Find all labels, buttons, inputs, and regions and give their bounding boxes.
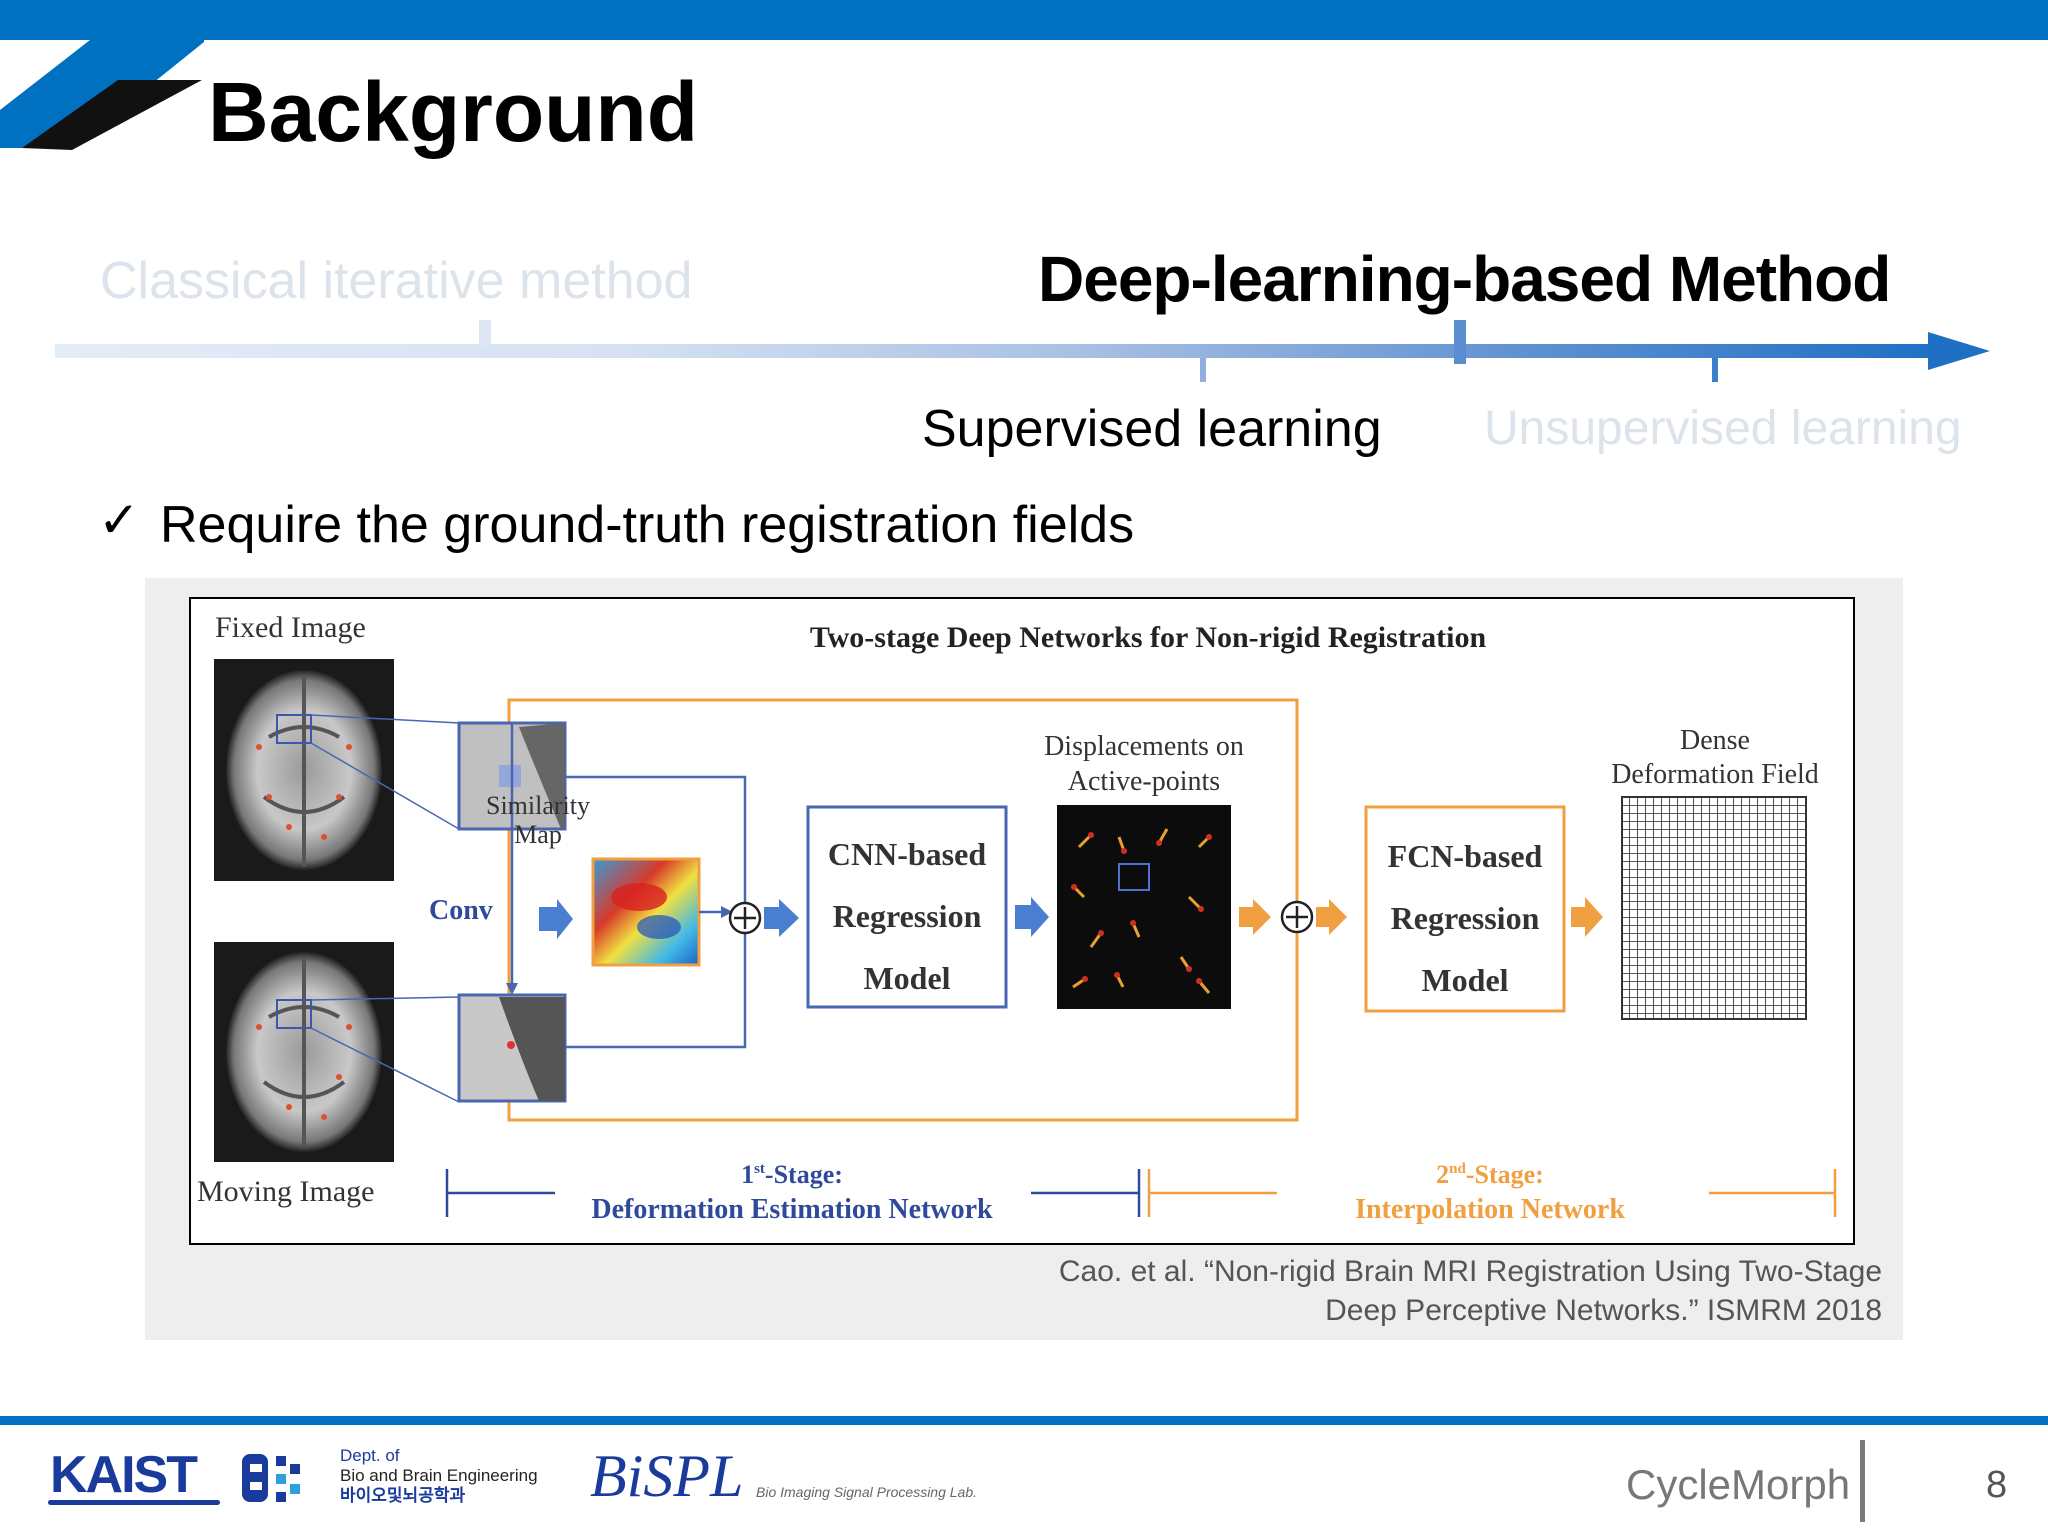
stage1-heading: 1st-Stage: [741,1160,843,1189]
deep-learning-method-label: Deep-learning-based Method [1038,243,1891,315]
stage2-heading: 2nd-Stage: [1436,1160,1544,1189]
unsupervised-tick [1712,358,1718,382]
cnn-regression-box [806,805,1008,1009]
top-accent-bar [0,0,2048,40]
fcn-label-1: FCN-based [1388,838,1543,874]
dense-deformation-field [1621,796,1807,1020]
displacements-label-1: Displacements on [1044,731,1244,762]
cnn-label-2: Regression [833,898,982,934]
bio-brain-dept-logo-icon [242,1454,300,1502]
fixed-image-label: Fixed Image [215,611,366,644]
kaist-logo: KAIST [50,1446,198,1504]
stage1-name: Deformation Estimation Network [591,1194,993,1225]
page-number: 8 [1986,1464,2008,1506]
classical-tick [479,320,491,346]
bullet-text: Require the ground-truth registration fi… [160,496,1135,554]
registration-network-figure: Two-stage Deep Networks for Non-rigid Re… [197,611,1837,1225]
conv-label: Conv [429,895,493,926]
moving-image-label: Moving Image [197,1175,374,1208]
bispl-lab-logo: BiSPL [590,1443,744,1509]
displacements-label-2: Active-points [1068,766,1220,797]
citation-line-2: Deep Perceptive Networks.” ISMRM 2018 [1325,1294,1882,1327]
conv-arrow [539,899,573,939]
cnn-label-3: Model [863,960,950,996]
department-name: Dept. of Bio and Brain Engineering 바이오및뇌… [340,1446,538,1506]
citation: Cao. et al. “Non-rigid Brain MRI Registr… [1059,1252,1882,1330]
kaist-logo-swoosh [48,1500,220,1505]
bispl-lab-subtitle: Bio Imaging Signal Processing Lab. [756,1484,978,1500]
deep-tick [1454,320,1466,364]
dense-label-1: Dense [1680,725,1750,756]
slide-title: Background [208,65,699,159]
footer-divider [1860,1440,1865,1522]
fcn-label-3: Model [1421,962,1508,998]
similarity-label-1: Similarity [486,791,590,820]
footer-title: CycleMorph [1626,1461,1851,1508]
dense-label-2: Deformation Field [1611,759,1819,790]
citation-line-1: Cao. et al. “Non-rigid Brain MRI Registr… [1058,1255,1882,1288]
supervised-learning-label: Supervised learning [922,400,1382,458]
fcn-regression-box [1364,805,1566,1013]
fcn-label-2: Regression [1391,900,1540,936]
timeline-arrow [55,320,1990,382]
check-mark-icon: ✓ [98,491,140,549]
similarity-label-2: Map [514,820,562,849]
supervised-tick [1200,358,1206,382]
stage2-name: Interpolation Network [1355,1194,1625,1225]
dept-line-2: Bio and Brain Engineering [340,1466,538,1485]
dept-line-1: Dept. of [340,1446,400,1465]
similarity-map [591,857,701,967]
unsupervised-learning-label: Unsupervised learning [1484,402,1962,455]
dept-line-3: 바이오및뇌공학과 [340,1486,466,1505]
title-slash-decoration [0,40,204,150]
bottom-accent-bar [0,1416,2048,1425]
cnn-label-1: CNN-based [828,836,986,872]
classical-method-label: Classical iterative method [100,252,693,310]
figure-title: Two-stage Deep Networks for Non-rigid Re… [810,621,1487,654]
